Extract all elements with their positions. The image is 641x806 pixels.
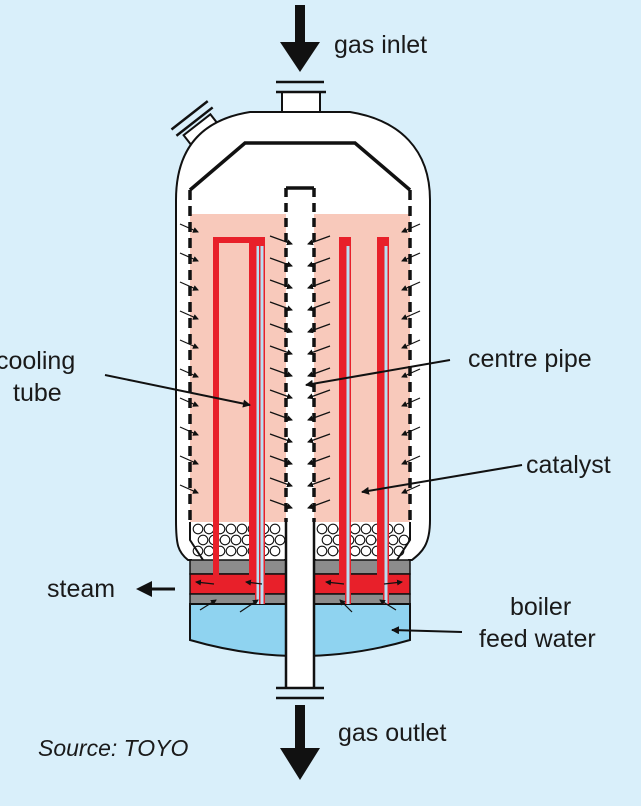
source-label: Source: TOYO [38, 735, 189, 761]
cooling-tube [339, 237, 351, 604]
centre-pipe-leader [305, 359, 451, 388]
catalyst-label: catalyst [526, 451, 611, 479]
inlet-nozzle [276, 80, 326, 115]
cooling-tube [213, 237, 261, 604]
gas-inlet-label: gas inlet [334, 31, 427, 59]
boiler-feed-water-label-1: boiler [510, 593, 571, 621]
gas-inlet-arrow [280, 5, 320, 72]
cooling-tube-leader [104, 374, 251, 408]
catalyst-leader [361, 464, 523, 495]
cooling-tube-label-2: tube [13, 379, 62, 407]
leader-lines [104, 359, 523, 635]
boiler-feed-water-leader [391, 626, 463, 635]
cooling-tube [249, 237, 265, 604]
cooling-tube [377, 237, 389, 604]
perforated-walls [188, 190, 412, 522]
gas-outlet-arrow [280, 705, 320, 780]
centre-pipe-label: centre pipe [468, 345, 592, 373]
steam-arrow [136, 581, 175, 597]
cooling-tubes [213, 237, 389, 604]
boiler-feed-water-label-2: feed water [479, 625, 596, 653]
cooling-tube-label-1: cooling [0, 347, 75, 375]
basket-top [188, 141, 412, 192]
flow-arrows [179, 223, 421, 613]
steam-label: steam [47, 575, 115, 603]
gas-outlet-label: gas outlet [338, 719, 446, 747]
